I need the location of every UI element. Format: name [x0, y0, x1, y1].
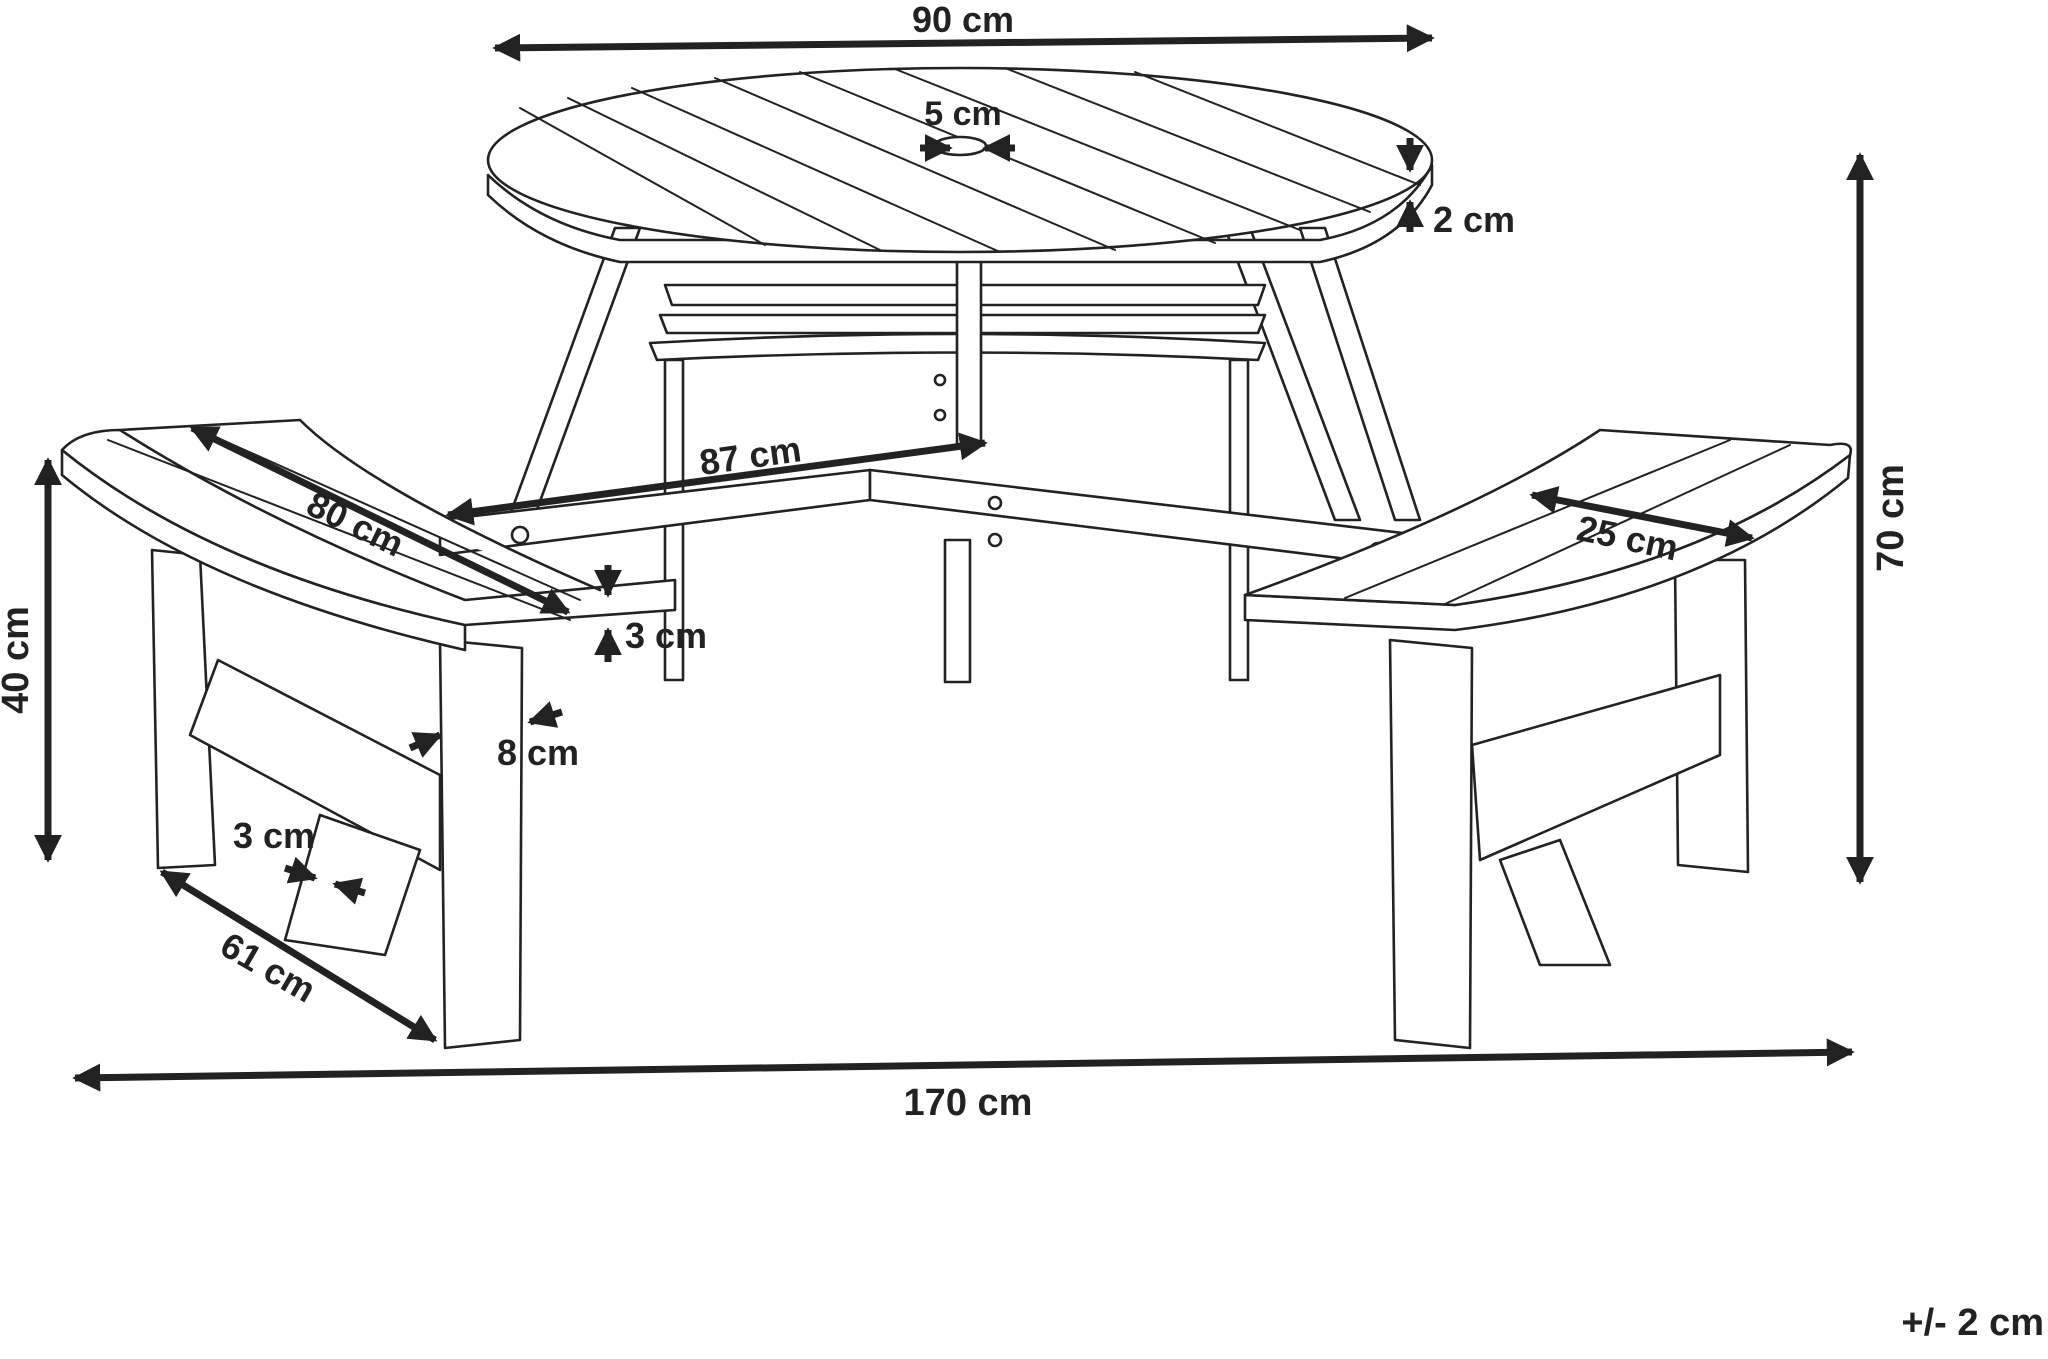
dim-arrow-bench-length [189, 424, 571, 616]
table-leg-left-front [508, 226, 642, 517]
label-bench-to-table: 87 cm [697, 428, 804, 483]
label-total-width: 170 cm [904, 1082, 1033, 1124]
label-table-width: 90 cm [912, 0, 1014, 40]
table-plank-seam [714, 77, 1116, 251]
table-top [486, 66, 1434, 254]
label-hole-diameter: 5 cm [924, 95, 1002, 133]
table-drawing [486, 66, 1434, 682]
tolerance-note: +/- 2 cm [1901, 1302, 2044, 1344]
bench-right-brace-lower [1498, 838, 1612, 967]
dim-arrow-table-width [492, 24, 1435, 62]
dimension-lines [34, 24, 1874, 1092]
dim-arrow-leg-width [408, 731, 443, 758]
label-seat-thickness: 3 cm [625, 615, 707, 656]
label-leg-width: 8 cm [497, 732, 579, 773]
bench-right [1243, 428, 1853, 1050]
frame-center-leg [943, 538, 972, 684]
bench-right-leg-front [1388, 638, 1474, 1050]
label-brace-thickness: 3 cm [233, 815, 315, 856]
label-seat-height: 40 cm [0, 606, 37, 714]
label-total-height: 70 cm [1870, 464, 1912, 572]
dim-arrow-leg-width [527, 701, 564, 728]
bolt [933, 408, 947, 422]
table-leg-right-back [1298, 226, 1422, 522]
table-plank-seam [631, 87, 1001, 253]
bench-right-brace [1470, 673, 1722, 862]
bench-left-brace [188, 658, 442, 872]
table-plank-seam [519, 107, 766, 246]
bolt [510, 525, 530, 545]
dim-arrow-bench-leg-span [159, 869, 438, 1043]
bolt [987, 495, 1003, 511]
bolt [987, 532, 1003, 548]
table-plank-seam [1134, 71, 1421, 186]
frame-beam-left [438, 468, 872, 557]
bench-left-leg-front [438, 638, 524, 1050]
label-top-thickness: 2 cm [1433, 199, 1515, 240]
bolt [933, 373, 947, 387]
table-plank-seam [567, 97, 881, 251]
dim-arrow-total-width [72, 1038, 1855, 1092]
table-plank-seam [1004, 67, 1371, 213]
dim-arrow-bench-depth [1529, 486, 1755, 547]
table-center-post [955, 243, 983, 447]
table-plank-seam [894, 68, 1301, 231]
center-frame [438, 468, 1422, 684]
